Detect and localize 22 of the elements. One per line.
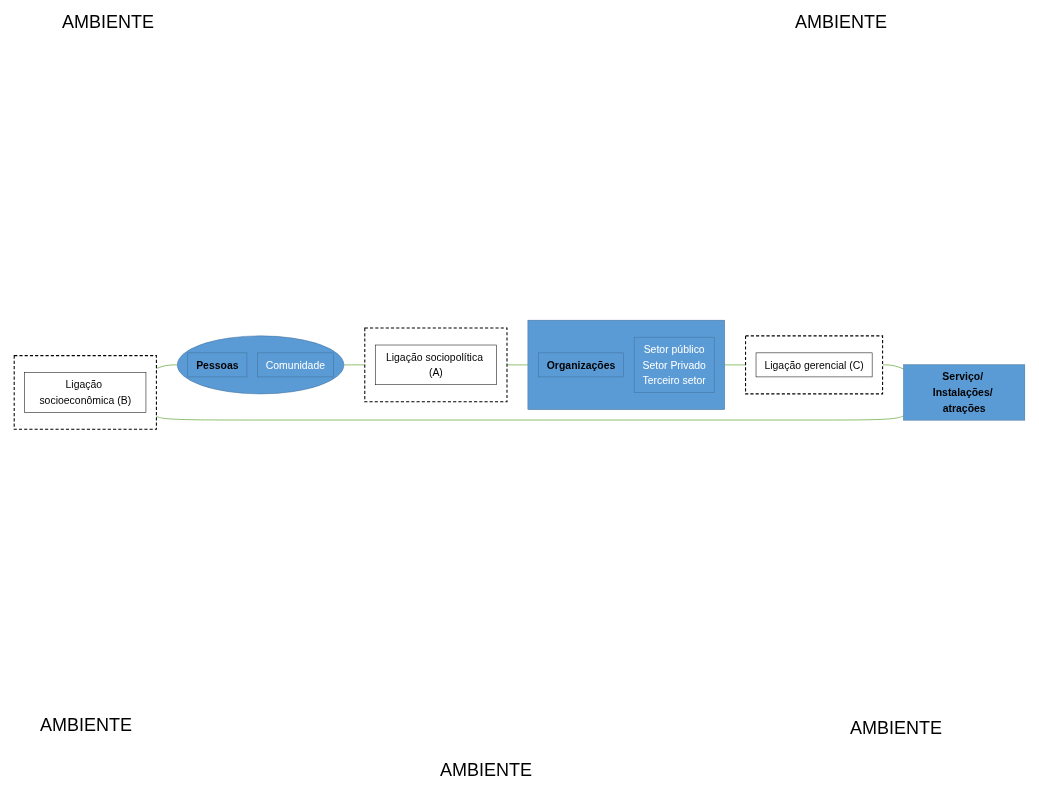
cluster (527, 320, 725, 411)
node-box: Ligação socioeconômica (B) (24, 372, 147, 413)
environment-label: AMBIENTE (40, 715, 132, 736)
cluster (364, 327, 508, 403)
connector (882, 364, 904, 370)
connector (506, 364, 529, 366)
node-box: Ligação gerencial (C) (755, 352, 873, 378)
cluster (177, 335, 345, 395)
cluster (745, 335, 884, 395)
node-box: Pessoas (187, 352, 248, 378)
connector (156, 364, 178, 370)
environment-label: AMBIENTE (62, 12, 154, 33)
node-box: Setor público Setor Privado Terceiro setor (633, 337, 715, 394)
node-box: Comunidade (257, 352, 334, 378)
node-box: Serviço/ Instalações/ atrações (903, 364, 1026, 421)
node-box: Ligação sociopolítica (A) (375, 345, 497, 386)
environment-label: AMBIENTE (440, 760, 532, 781)
connector (156, 415, 904, 421)
cluster (13, 355, 157, 431)
environment-label: AMBIENTE (795, 12, 887, 33)
node-box: Organizações (538, 352, 624, 378)
environment-label: AMBIENTE (850, 718, 942, 739)
